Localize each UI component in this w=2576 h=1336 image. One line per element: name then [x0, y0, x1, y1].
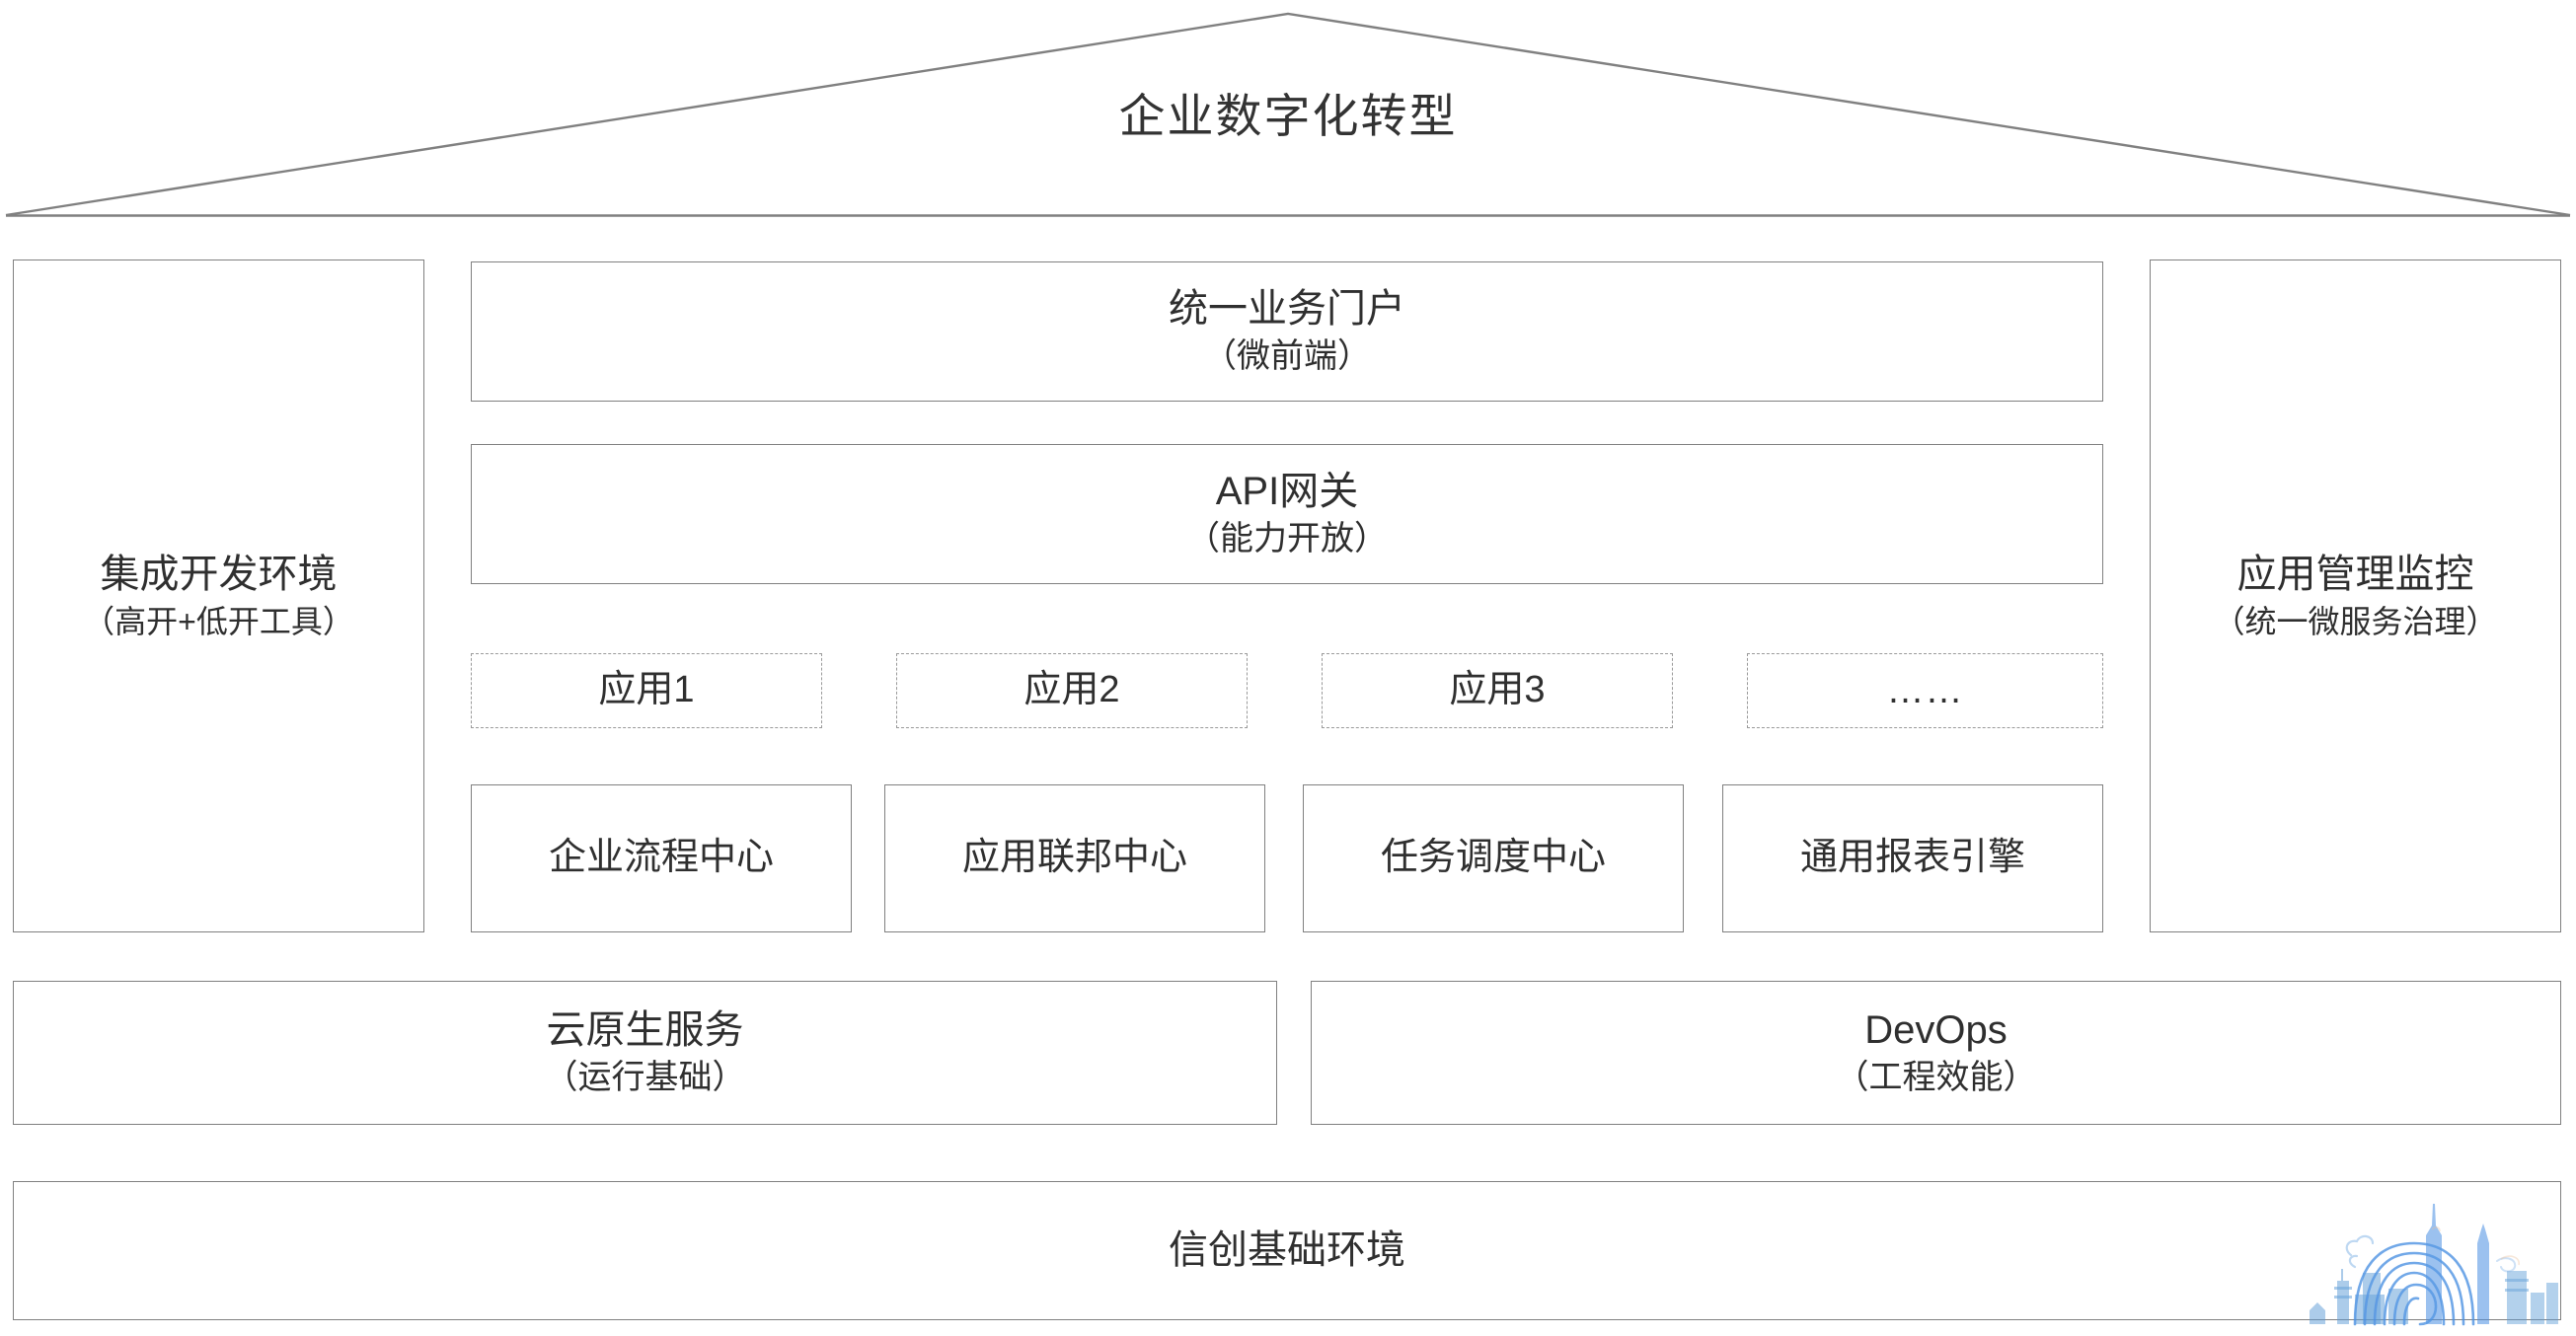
- foundation-layer-xinchuang-environment[interactable]: 信创基础环境: [13, 1181, 2561, 1320]
- application-label: 应用1: [598, 669, 695, 711]
- roof-pediment: 企业数字化转型: [0, 0, 2576, 223]
- foundation-title: 信创基础环境: [1169, 1228, 1405, 1273]
- platform-layer-devops[interactable]: DevOps （工程效能）: [1311, 981, 2561, 1125]
- application-box-2[interactable]: 应用2: [896, 653, 1248, 728]
- application-box-3[interactable]: 应用3: [1322, 653, 1673, 728]
- left-panel-subtitle: （高开+低开工具）: [83, 604, 354, 640]
- platform-layer-subtitle: （运行基础）: [544, 1059, 746, 1097]
- gateway-title: API网关: [1215, 470, 1359, 514]
- application-label: 应用3: [1449, 669, 1546, 711]
- portal-subtitle: （微前端）: [1203, 337, 1371, 376]
- gateway-subtitle: （能力开放）: [1186, 520, 1388, 558]
- unified-business-portal-box[interactable]: 统一业务门户 （微前端）: [471, 261, 2103, 402]
- capability-center-app-federation[interactable]: 应用联邦中心: [884, 784, 1265, 932]
- capability-center-label: 应用联邦中心: [961, 837, 1187, 879]
- capability-center-label: 任务调度中心: [1380, 837, 1606, 879]
- capability-center-task-scheduling[interactable]: 任务调度中心: [1303, 784, 1684, 932]
- platform-layer-title: DevOps: [1864, 1008, 2008, 1053]
- capability-center-report-engine[interactable]: 通用报表引擎: [1722, 784, 2103, 932]
- page-title: 企业数字化转型: [1118, 90, 1458, 142]
- right-panel-subtitle: （统一微服务治理）: [2213, 604, 2498, 640]
- portal-title: 统一业务门户: [1169, 287, 1405, 332]
- capability-center-enterprise-process[interactable]: 企业流程中心: [471, 784, 852, 932]
- left-panel-integrated-dev-environment[interactable]: 集成开发环境 （高开+低开工具）: [13, 260, 424, 932]
- application-label: 应用2: [1023, 669, 1120, 711]
- platform-layer-title: 云原生服务: [546, 1008, 744, 1053]
- platform-layer-cloud-native-services[interactable]: 云原生服务 （运行基础）: [13, 981, 1277, 1125]
- right-panel-app-management-monitoring[interactable]: 应用管理监控 （统一微服务治理）: [2150, 260, 2561, 932]
- application-label: ……: [1886, 669, 1964, 711]
- application-box-1[interactable]: 应用1: [471, 653, 822, 728]
- right-panel-title: 应用管理监控: [2236, 552, 2474, 596]
- api-gateway-box[interactable]: API网关 （能力开放）: [471, 444, 2103, 584]
- platform-layer-subtitle: （工程效能）: [1835, 1059, 2037, 1097]
- capability-center-label: 企业流程中心: [548, 837, 774, 879]
- capability-center-label: 通用报表引擎: [1799, 837, 2025, 879]
- left-panel-title: 集成开发环境: [100, 552, 338, 596]
- application-box-more[interactable]: ……: [1747, 653, 2103, 728]
